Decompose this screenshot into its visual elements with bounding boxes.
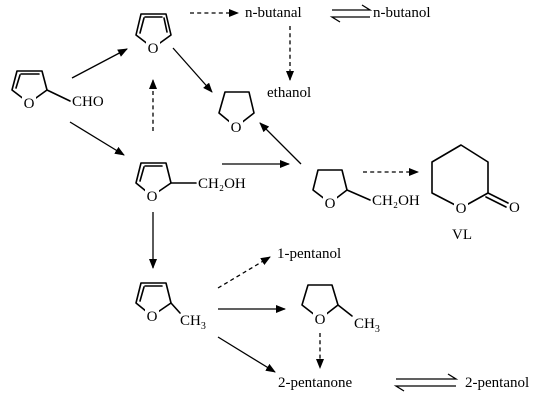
arrow-thfa-to-thf [259,122,302,165]
1-pentanol-label: 1-pentanol [277,246,341,262]
2-pentanone-label: 2-pentanone [278,375,352,391]
methyltetrahydrofuran-structure: O CH3 [301,284,380,335]
tetrahydrofurfuryl-alcohol-structure: O CH₂OH [312,169,420,212]
ring-oxygen-label: O [325,196,336,212]
arrow-butanol-to-butanal [329,16,370,23]
arrow-butanal-to-butanol [332,4,373,11]
methylfuran-structure: O CH3 [135,282,206,332]
arrow-furfural-to-furan [71,48,128,79]
methylfuran-methyl-label: CH3 [180,313,206,332]
tetrahydrofuran-structure: O [218,91,255,136]
reaction-arrows [69,4,459,392]
furfural-structure: O CHO [11,70,104,112]
furfural-cho-label: CHO [72,94,104,110]
arrow-methylfuran-to-1-pentanol [217,256,271,289]
mthf-methyl-label: CH3 [354,316,380,335]
ring-oxygen-label: O [231,120,242,136]
ring-oxygen-label: O [315,312,326,328]
arrow-pentanol-to-pentanone [393,385,456,392]
furan-structure: O [135,13,172,57]
arrow-pentanone-to-pentanol [396,373,459,380]
ring-oxygen-label: O [147,189,158,205]
arrow-methylfuran-to-2-pentanone [217,336,276,373]
thfa-ch2oh-label: CH₂OH [372,193,420,209]
arrow-furan-to-thf [172,47,213,93]
n-butanal-label: n-butanal [245,5,302,21]
ring-oxygen-label: O [147,309,158,325]
carbonyl-oxygen-label: O [509,200,520,216]
furfuryl-alcohol-ch2oh-label: CH₂OH [198,176,246,192]
n-butanol-label: n-butanol [373,5,431,21]
arrow-furfural-to-furfuryl-alcohol [69,121,125,156]
ring-oxygen-label: O [456,201,467,217]
valerolactone-structure: O O VL [431,144,520,243]
furfuryl-alcohol-structure: O CH₂OH [135,162,246,205]
2-pentanol-label: 2-pentanol [465,375,529,391]
ring-oxygen-label: O [24,96,35,112]
ethanol-label: ethanol [267,85,311,101]
vl-label: VL [452,227,472,243]
ring-oxygen-label: O [148,41,159,57]
